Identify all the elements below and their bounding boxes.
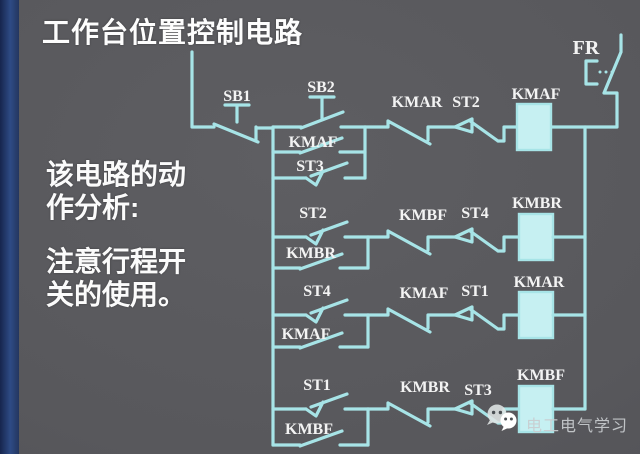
- watermark: 电工电气学习: [484, 400, 640, 436]
- kmbr-nc-interlock-symbol: [366, 401, 457, 428]
- label-st1-aux: ST1: [303, 377, 331, 394]
- sb2-no-pushbutton-symbol: [271, 95, 367, 130]
- page-title: 工作台位置控制电路: [42, 17, 304, 48]
- analysis-text-block: 该电路的动 作分析: 注意行程开 关的使用。: [46, 158, 236, 311]
- label-st1-interlock: ST1: [461, 283, 489, 300]
- kmaf-aux-no-contact-symbol: [271, 136, 367, 155]
- watermark-text: 电工电气学习: [526, 418, 629, 435]
- st3-limit-nc-contact-symbol: [453, 399, 521, 425]
- kmaf-nc-interlock-symbol: [366, 307, 457, 334]
- label-kmaf-aux: KMAF: [289, 134, 338, 151]
- label-sb2: SB2: [307, 79, 335, 96]
- kmbr-coil: [517, 212, 555, 262]
- kmbf-nc-interlock-symbol: [366, 229, 457, 256]
- left-blue-stripe: [0, 0, 19, 454]
- rung-kmbf: [271, 384, 587, 448]
- kmbf-coil: [517, 384, 555, 434]
- rung-kmaf-forward: [271, 95, 553, 187]
- kmar-nc-interlock-symbol: [363, 119, 457, 146]
- label-kmbf-aux: KMBF: [285, 421, 333, 438]
- label-st3-interlock: ST3: [464, 382, 492, 399]
- label-kmbr-aux: KMBR: [286, 245, 336, 262]
- sb1-nc-pushbutton-symbol: [212, 103, 275, 144]
- label-st4-interlock: ST4: [461, 205, 489, 222]
- rung-kmar: [271, 290, 587, 350]
- label-kmbr-coil: KMBR: [512, 195, 562, 212]
- kmbf-aux-no-contact-symbol: [271, 429, 370, 448]
- st4-limit-no-contact-symbol: [271, 298, 370, 324]
- st3-limit-no-contact-symbol: [271, 161, 367, 187]
- fr-link-dot: [610, 70, 614, 74]
- wechat-bubble-small: [500, 412, 517, 431]
- wechat-icon: [487, 404, 517, 431]
- kmaf-aux-no-contact-symbol: [271, 331, 370, 350]
- rung-kmbr: [271, 212, 587, 271]
- label-st4-aux: ST4: [303, 283, 331, 300]
- label-kmaf-coil: KMAF: [512, 86, 561, 103]
- label-kmar-coil: KMAR: [514, 274, 565, 291]
- label-sb1: SB1: [223, 88, 251, 105]
- st4-limit-nc-contact-symbol: [453, 227, 521, 253]
- st2-limit-nc-contact-symbol: [453, 117, 519, 143]
- label-st2-interlock: ST2: [452, 94, 480, 111]
- fr-link-dot: [598, 70, 602, 74]
- analysis-line: 该电路的动: [46, 159, 187, 190]
- fr-link-dot: [604, 70, 608, 74]
- analysis-line: 关的使用。: [46, 279, 187, 310]
- power-feed-line: [190, 50, 216, 129]
- fr-overload-contact: [549, 33, 623, 129]
- label-kmaf-aux2: KMAF: [282, 326, 331, 343]
- kmar-coil: [517, 290, 555, 340]
- label-st2-aux: ST2: [299, 205, 327, 222]
- label-kmbf-interlock: KMBF: [399, 207, 447, 224]
- kmaf-coil: [515, 102, 553, 152]
- label-fr: FR: [573, 37, 600, 59]
- analysis-line: 作分析:: [46, 192, 140, 223]
- label-kmaf-interlock: KMAF: [400, 285, 449, 302]
- label-st3-aux: ST3: [296, 158, 324, 175]
- st2-limit-no-contact-symbol: [271, 220, 370, 246]
- label-kmbr-interlock: KMBR: [400, 379, 450, 396]
- st1-limit-no-contact-symbol: [271, 392, 370, 418]
- label-kmbf-coil: KMBF: [517, 367, 565, 384]
- kmbr-aux-no-contact-symbol: [271, 252, 370, 271]
- analysis-line: 注意行程开: [46, 246, 187, 277]
- st1-limit-nc-contact-symbol: [453, 305, 521, 331]
- label-kmar-interlock: KMAR: [392, 94, 443, 111]
